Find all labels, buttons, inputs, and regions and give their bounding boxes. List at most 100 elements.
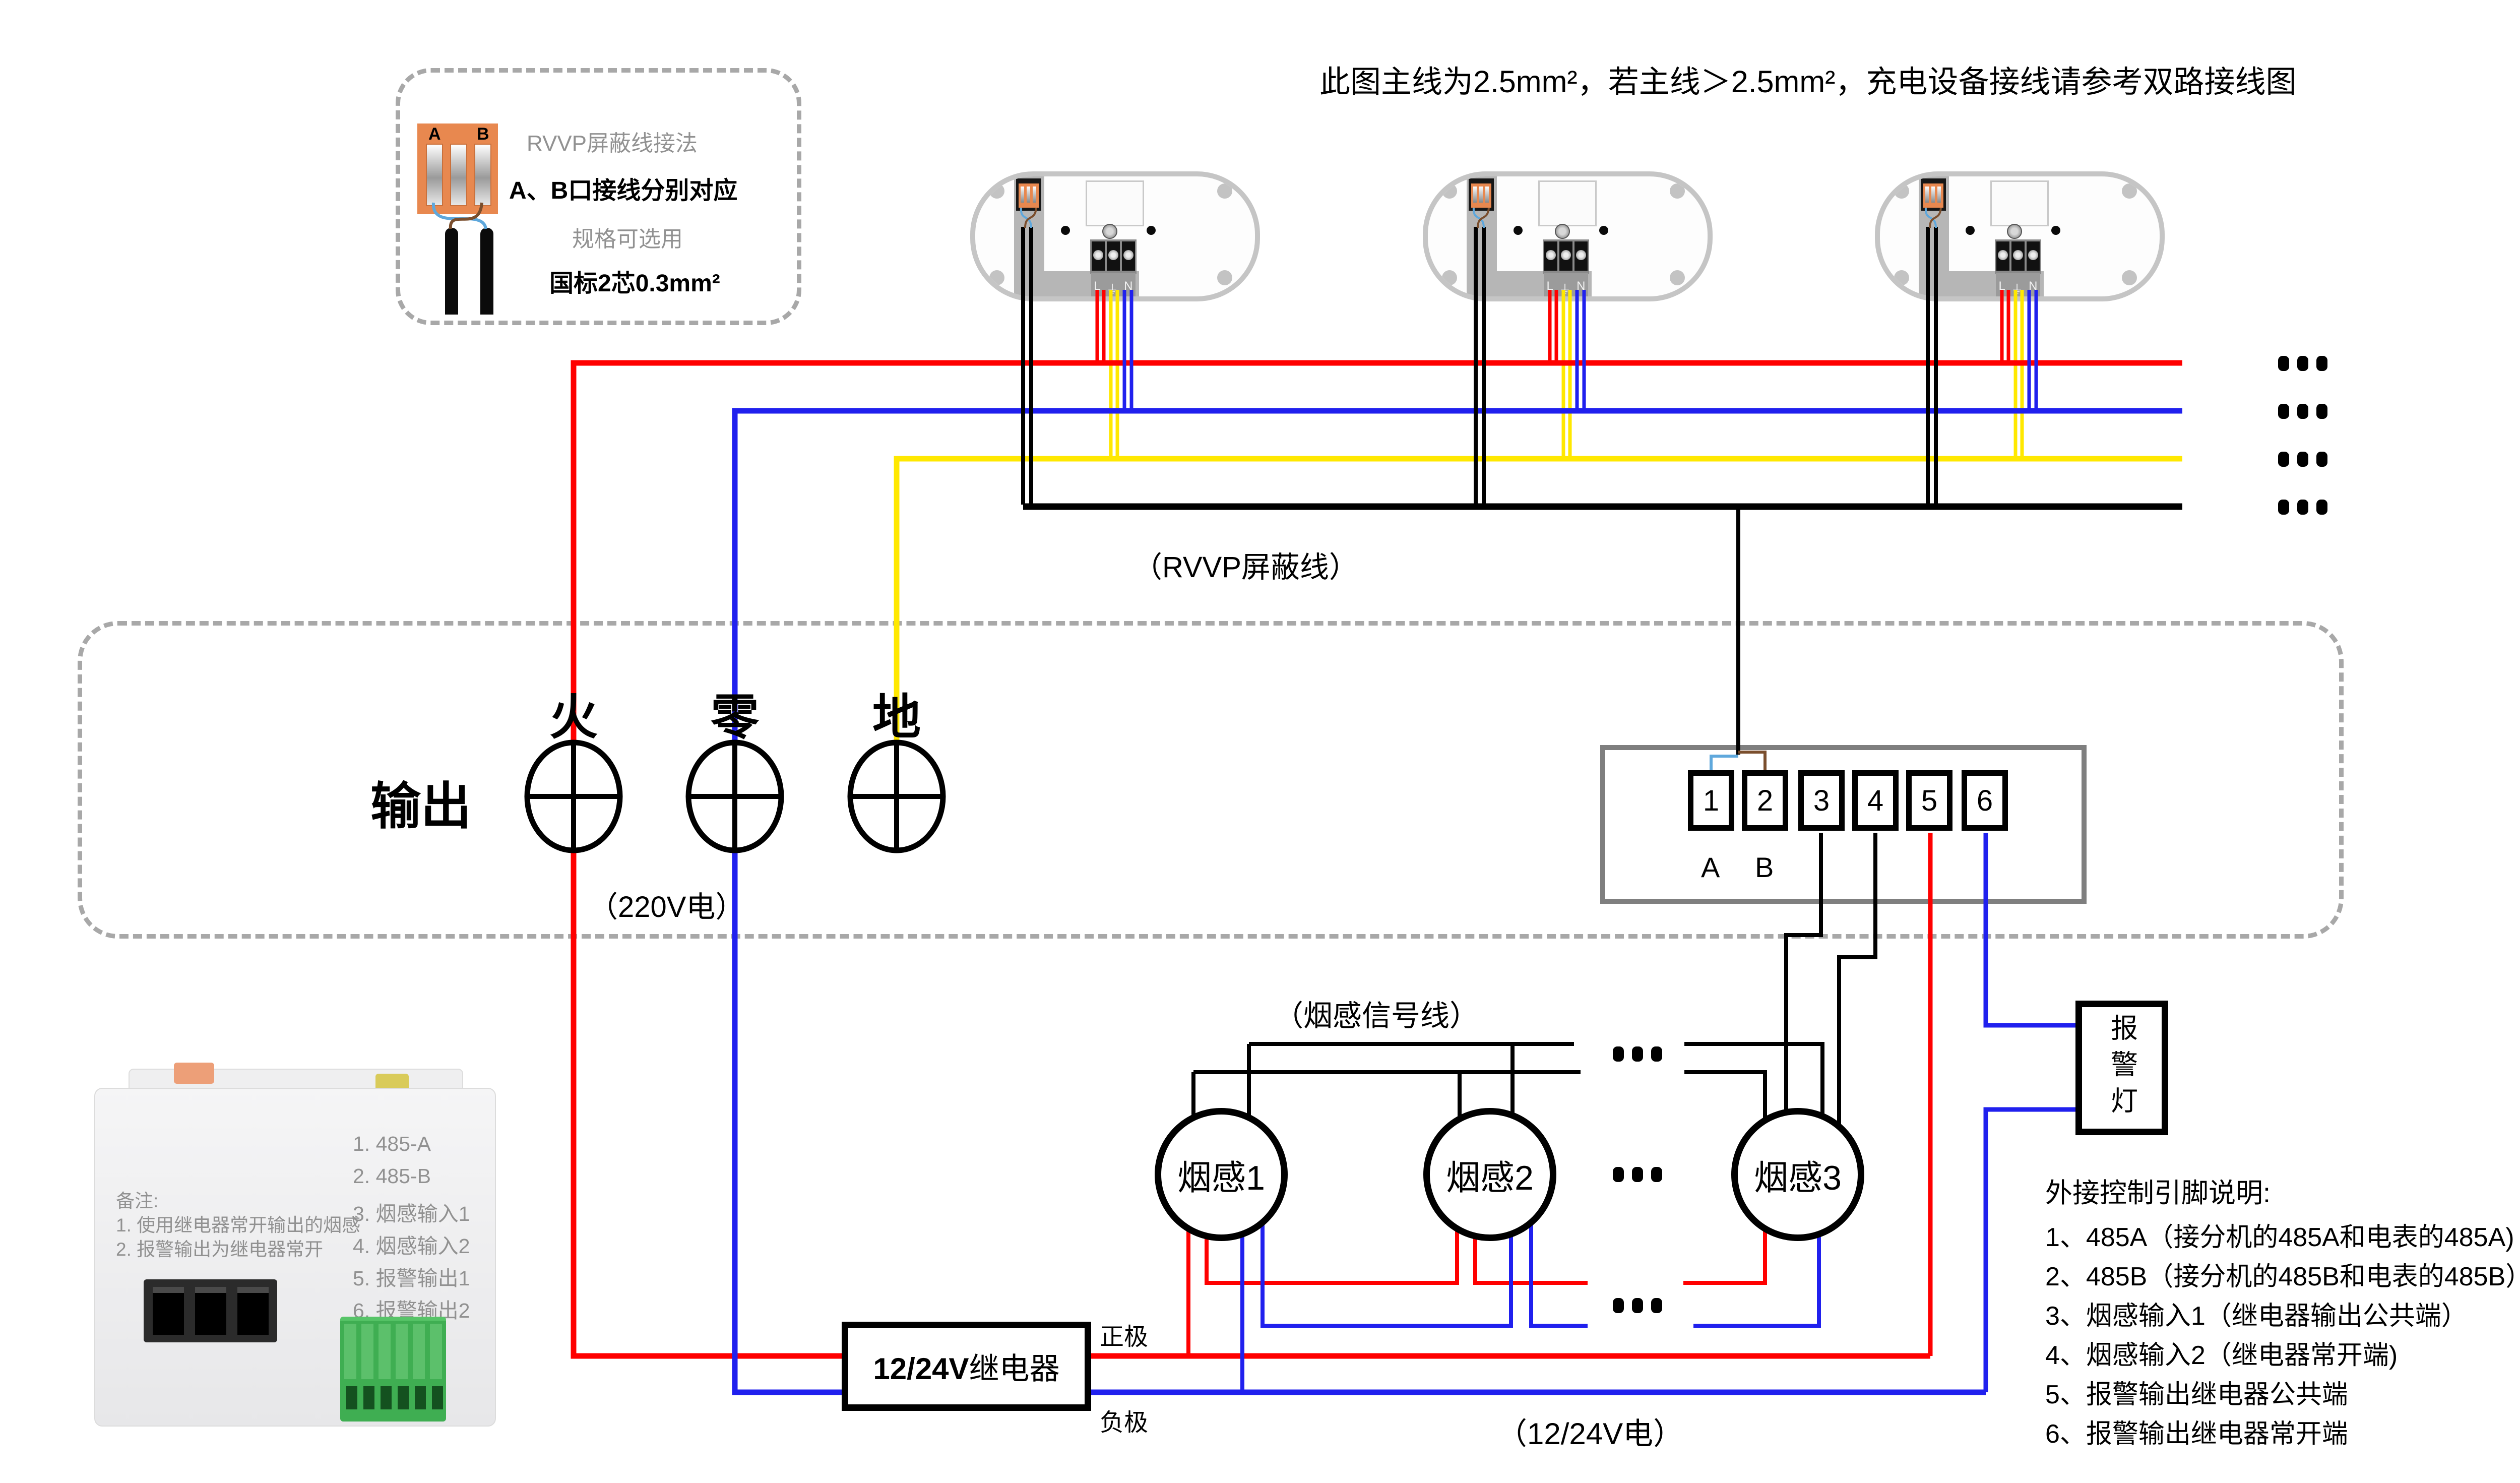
label-live: L bbox=[1094, 279, 1101, 293]
smoke-input-wires bbox=[1784, 833, 1877, 1175]
center-screw-icon bbox=[2007, 224, 2022, 239]
note-item-5: 5、报警输出继电器公共端 bbox=[2045, 1380, 2348, 1409]
screw-icon bbox=[989, 183, 1004, 199]
terminal-pin-3: 3 bbox=[1798, 770, 1845, 831]
smoke-detector-2: 烟感2 bbox=[1423, 1108, 1556, 1241]
shielded-cable bbox=[480, 228, 493, 315]
module-remark-2: 2. 报警输出为继电器常开 bbox=[116, 1239, 324, 1260]
note-item-3: 3、烟感输入1（继电器输出公共端） bbox=[2045, 1302, 2468, 1331]
module-pin-3: 3. 烟感输入1 bbox=[353, 1202, 470, 1225]
voltage-220-label: （220V电） bbox=[589, 891, 745, 923]
ground-bus-wire bbox=[894, 456, 2182, 744]
screw-icon bbox=[1670, 183, 1685, 199]
screw-icon bbox=[1894, 183, 1909, 199]
port-a-label: A bbox=[1701, 851, 1720, 883]
smoke-signal-label: （烟感信号线） bbox=[1274, 1000, 1479, 1032]
diagram-title: 此图主线为2.5mm²，若主线＞2.5mm²，充电设备接线请参考双路接线图 bbox=[1319, 65, 2297, 99]
smoke-positive-wires bbox=[1186, 1175, 1767, 1356]
screw-icon bbox=[989, 270, 1004, 285]
module-remark-title: 备注: bbox=[116, 1191, 159, 1211]
neutral-label: 零 bbox=[711, 691, 759, 745]
ellipsis-dots bbox=[2278, 404, 2327, 419]
rvvp-inset-box bbox=[396, 68, 801, 325]
connector-slot-mid bbox=[450, 144, 467, 206]
core-a-wire bbox=[1710, 755, 1738, 774]
module-pin-5: 5. 报警输出1 bbox=[353, 1267, 470, 1290]
negative-label: 负极 bbox=[1100, 1409, 1149, 1436]
inset-core-b-wire bbox=[449, 202, 483, 229]
neutral-drop-wires bbox=[1122, 290, 2038, 409]
note-item-4: 4、烟感输入2（继电器常开端) bbox=[2045, 1341, 2398, 1370]
smoke-detector-3: 烟感3 bbox=[1731, 1108, 1864, 1241]
inset-line-3: 规格可选用 bbox=[572, 227, 683, 252]
terminal-pin-4: 4 bbox=[1852, 770, 1899, 831]
inset-line-2: A、B口接线分别对应 bbox=[509, 177, 738, 204]
inset-port-a-label: A bbox=[428, 125, 441, 144]
display-window bbox=[1538, 180, 1597, 226]
supply-12-24v-label: （12/24V电） bbox=[1497, 1417, 1684, 1451]
module-remark-1: 1. 使用继电器常开输出的烟感 bbox=[116, 1215, 361, 1235]
core-b-wire bbox=[1738, 751, 1767, 774]
ground-label: 地 bbox=[872, 691, 921, 745]
connector-slot-b bbox=[474, 144, 491, 206]
rvvp-wire-label: （RVVP屏蔽线） bbox=[1133, 551, 1358, 584]
orange-connector bbox=[1019, 183, 1039, 208]
terminal-cross-lines bbox=[526, 743, 944, 850]
power-terminal-strip bbox=[1090, 239, 1137, 274]
note-item-6: 6、报警输出继电器常开端 bbox=[2045, 1419, 2348, 1449]
terminal-labels: L ⏚ N bbox=[1996, 273, 2040, 296]
orange-connector bbox=[1471, 183, 1491, 208]
output-label: 输出 bbox=[370, 778, 471, 835]
relay-box: 12/24V继电器 bbox=[842, 1322, 1091, 1411]
power-terminal-strip bbox=[1995, 239, 2041, 274]
center-screw-icon bbox=[1102, 224, 1117, 239]
shielded-cable bbox=[445, 228, 458, 315]
ellipsis-dots bbox=[2278, 500, 2327, 515]
screw-hole bbox=[1147, 226, 1156, 235]
terminal-pin-1: 1 bbox=[1688, 770, 1734, 831]
notes-title: 外接控制引脚说明: bbox=[2045, 1178, 2271, 1208]
device-core-b-wires bbox=[1024, 207, 1942, 228]
screw-hole bbox=[1061, 226, 1070, 235]
screw-icon bbox=[1442, 183, 1457, 199]
rvvp-drop-wires bbox=[1021, 227, 1938, 505]
inset-line-4: 国标2芯0.3mm² bbox=[549, 270, 720, 297]
power-terminal-strip bbox=[1543, 239, 1589, 274]
label-neutral: N bbox=[1124, 279, 1133, 293]
terminal-pin-2: 2 bbox=[1742, 770, 1788, 831]
ellipsis-dots bbox=[1613, 1298, 1662, 1313]
orange-connector bbox=[1923, 183, 1943, 208]
smoke-detector-1: 烟感1 bbox=[1155, 1108, 1288, 1241]
ellipsis-dots bbox=[2278, 356, 2327, 371]
terminal-pin-6: 6 bbox=[1962, 770, 2008, 831]
module-relay-sockets bbox=[144, 1279, 277, 1342]
module-pin-4: 4. 烟感输入2 bbox=[353, 1234, 470, 1258]
screw-icon bbox=[1217, 183, 1232, 199]
inset-orange-connector: A B bbox=[417, 123, 498, 214]
inset-port-b-label: B bbox=[477, 125, 489, 144]
output-dashed-box bbox=[78, 621, 2344, 939]
screw-icon bbox=[2122, 183, 2137, 199]
screw-icon bbox=[2122, 270, 2137, 285]
neutral-bus-wire bbox=[732, 408, 2182, 1395]
center-screw-icon bbox=[1555, 224, 1570, 239]
screw-icon bbox=[1442, 270, 1457, 285]
live-label: 火 bbox=[549, 691, 598, 745]
ellipsis-dots bbox=[1613, 1167, 1662, 1182]
live-drop-wires bbox=[1095, 290, 2010, 361]
charging-device-3: L ⏚ N bbox=[1875, 171, 2165, 301]
port-b-label: B bbox=[1755, 851, 1774, 883]
display-window bbox=[1990, 180, 2049, 226]
positive-label: 正极 bbox=[1100, 1324, 1149, 1350]
ellipsis-dots bbox=[2278, 452, 2327, 467]
alarm-lamp-box: 报警灯 bbox=[2075, 1001, 2168, 1135]
live-bus-wire bbox=[571, 360, 2182, 1359]
ground-drop-wires bbox=[1109, 290, 2024, 457]
inset-line-1: RVVP屏蔽线接法 bbox=[527, 131, 698, 156]
smoke-negative-wires bbox=[1240, 1175, 1821, 1392]
module-pin-2: 2. 485-B bbox=[353, 1164, 431, 1188]
screw-icon bbox=[1217, 270, 1232, 285]
screw-icon bbox=[1670, 270, 1685, 285]
